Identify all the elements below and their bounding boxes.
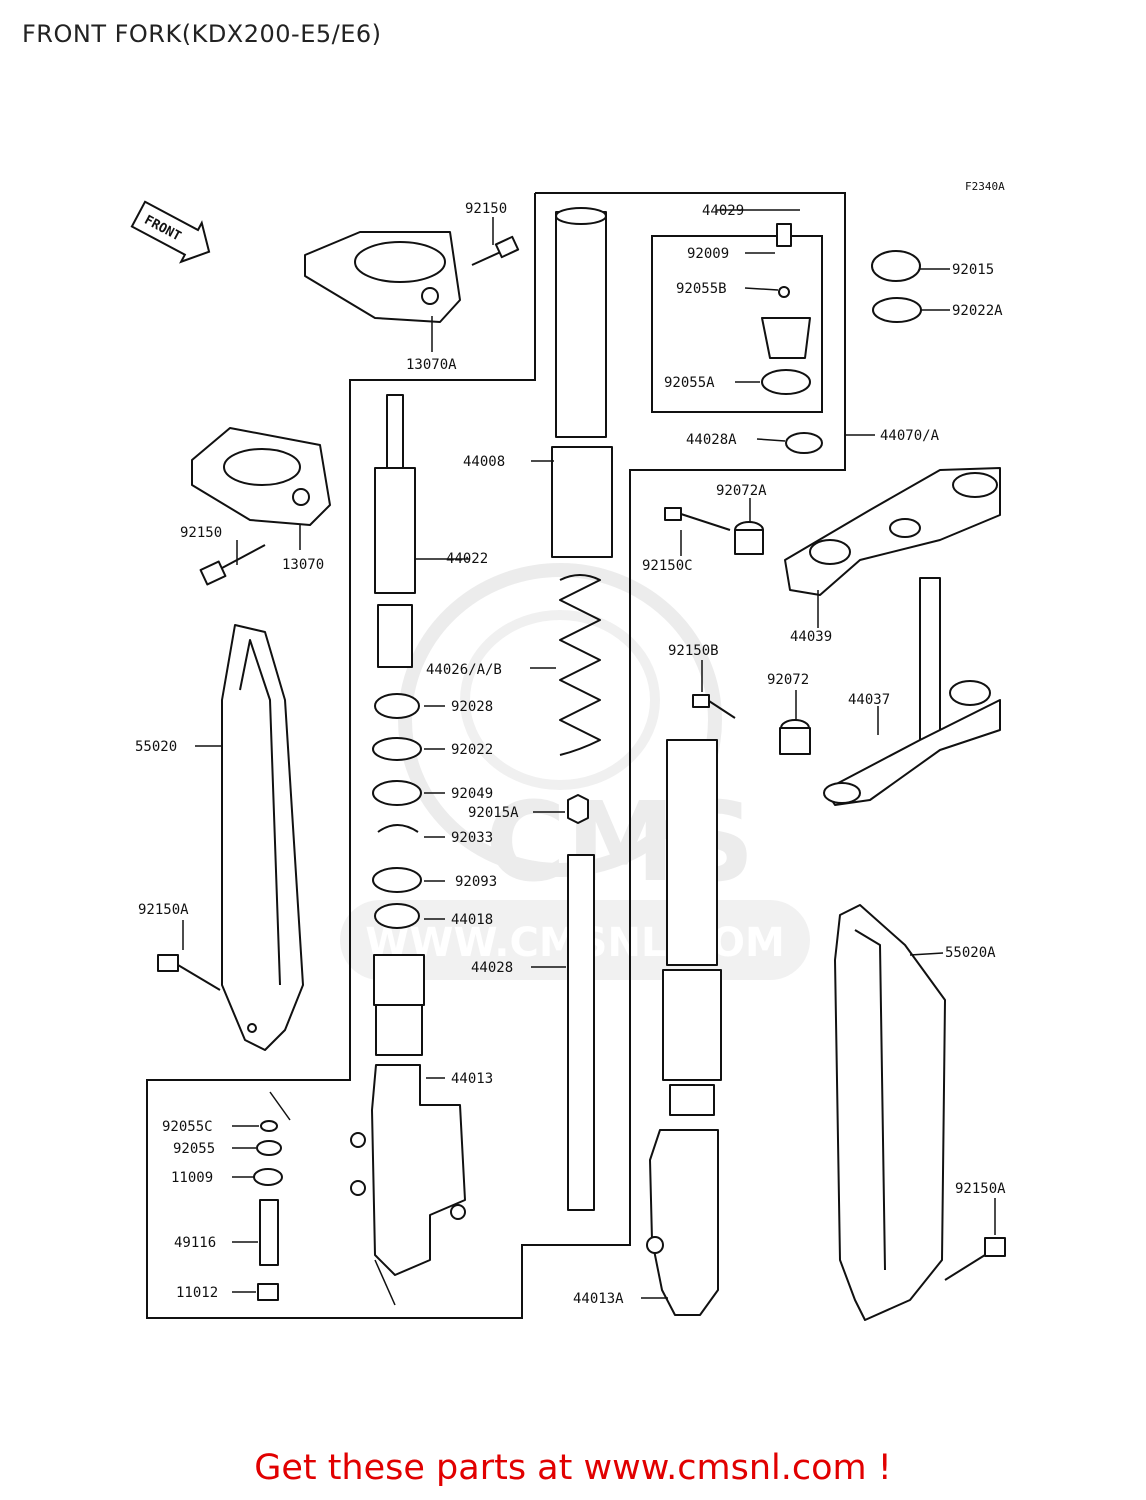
- part-label: 92022A: [952, 303, 1003, 319]
- part-label: 55020A: [945, 945, 996, 961]
- inner-tube-44008: [551, 207, 613, 558]
- spring-44026: [559, 574, 601, 756]
- clamp-92072a: [734, 521, 764, 555]
- part-label: 44039: [790, 629, 832, 645]
- part-label: 44026/A/B: [426, 662, 502, 678]
- seal-92049: [372, 780, 422, 806]
- part-label: 13070A: [406, 357, 457, 373]
- outer-tube-44013: [350, 954, 466, 1276]
- bolt-92150b: [692, 694, 736, 719]
- nut-92015: [871, 250, 921, 282]
- upper-bracket-44039: [784, 467, 1001, 596]
- part-label: 92055B: [676, 281, 727, 297]
- page-title: FRONT FORK(KDX200-E5/E6): [22, 20, 382, 48]
- part-label: 92055A: [664, 375, 715, 391]
- valve-49116: [259, 1199, 279, 1266]
- fork-guard-55020: [221, 624, 304, 1051]
- nut-92015a: [567, 794, 589, 824]
- part-label: 44070/A: [880, 428, 940, 444]
- bolt-92150c: [664, 507, 731, 531]
- part-label: 44013: [451, 1071, 493, 1087]
- fork-assembly-44013a: [646, 739, 722, 1316]
- washer-92022a: [872, 297, 922, 323]
- part-label: 55020: [135, 739, 177, 755]
- washer-92022: [372, 737, 422, 761]
- ring-92033: [377, 824, 419, 833]
- part-label: 92055: [173, 1141, 215, 1157]
- bolt-92150-side: [199, 544, 266, 586]
- part-label: 92150C: [642, 558, 693, 574]
- clamp-92072: [779, 719, 811, 755]
- fork-guard-55020a: [834, 904, 946, 1321]
- part-label: 92015: [952, 262, 994, 278]
- part-label: 11009: [171, 1170, 213, 1186]
- front-arrow-icon: FRONT: [130, 200, 211, 264]
- cap-11012: [257, 1283, 279, 1301]
- part-label: 44028: [471, 960, 513, 976]
- footer-link[interactable]: Get these parts at www.cmsnl.com !: [254, 1448, 892, 1488]
- seal-44028a: [785, 432, 823, 454]
- damper-rod-44022: [374, 394, 416, 668]
- part-labels: 92150 13070A 13070 92150 55020 92150A 44…: [135, 201, 1006, 1307]
- part-label: 92055C: [162, 1119, 213, 1135]
- assembly-frame: [146, 192, 846, 1319]
- part-label: 92033: [451, 830, 493, 846]
- bolt-92150-top: [471, 235, 520, 266]
- cap-bolt-kit-frame: [651, 235, 823, 413]
- part-label: 92093: [455, 874, 497, 890]
- stem-bracket-44037: [823, 577, 1001, 806]
- bolt-92150a-left: [157, 954, 221, 991]
- bushing-44018: [374, 903, 420, 929]
- part-label: 92022: [451, 742, 493, 758]
- part-label: 92049: [451, 786, 493, 802]
- part-label: 92150B: [668, 643, 719, 659]
- part-label: 92015A: [468, 805, 519, 821]
- part-label: 44037: [848, 692, 890, 708]
- leader-lines: [182, 209, 996, 1306]
- part-label: 44008: [463, 454, 505, 470]
- part-label: 92150A: [138, 902, 189, 918]
- part-label: 92072: [767, 672, 809, 688]
- seal-92093: [372, 867, 422, 893]
- washer-11009: [253, 1168, 283, 1186]
- clamp-13070: [191, 427, 331, 526]
- cap-kit-44029: [761, 223, 811, 395]
- bushing-92028: [374, 693, 420, 719]
- part-label: 44013A: [573, 1291, 624, 1307]
- oring-92055: [256, 1140, 282, 1156]
- part-label: 92150: [465, 201, 507, 217]
- part-label: 92028: [451, 699, 493, 715]
- part-label: 92072A: [716, 483, 767, 499]
- part-label: 49116: [174, 1235, 216, 1251]
- part-label: 13070: [282, 557, 324, 573]
- damper-tube-44028: [567, 854, 595, 1211]
- part-label: 11012: [176, 1285, 218, 1301]
- part-label: 92150: [180, 525, 222, 541]
- oring-92055c: [260, 1120, 278, 1132]
- part-label: 92009: [687, 246, 729, 262]
- part-label: 92150A: [955, 1181, 1006, 1197]
- clamp-13070a: [304, 231, 461, 323]
- bolt-92150a-right: [944, 1237, 1006, 1281]
- part-label: 44022: [446, 551, 488, 567]
- part-label: 44018: [451, 912, 493, 928]
- part-label: 44028A: [686, 432, 737, 448]
- figure-code: F2340A: [965, 180, 1005, 193]
- part-label: 44029: [702, 203, 744, 219]
